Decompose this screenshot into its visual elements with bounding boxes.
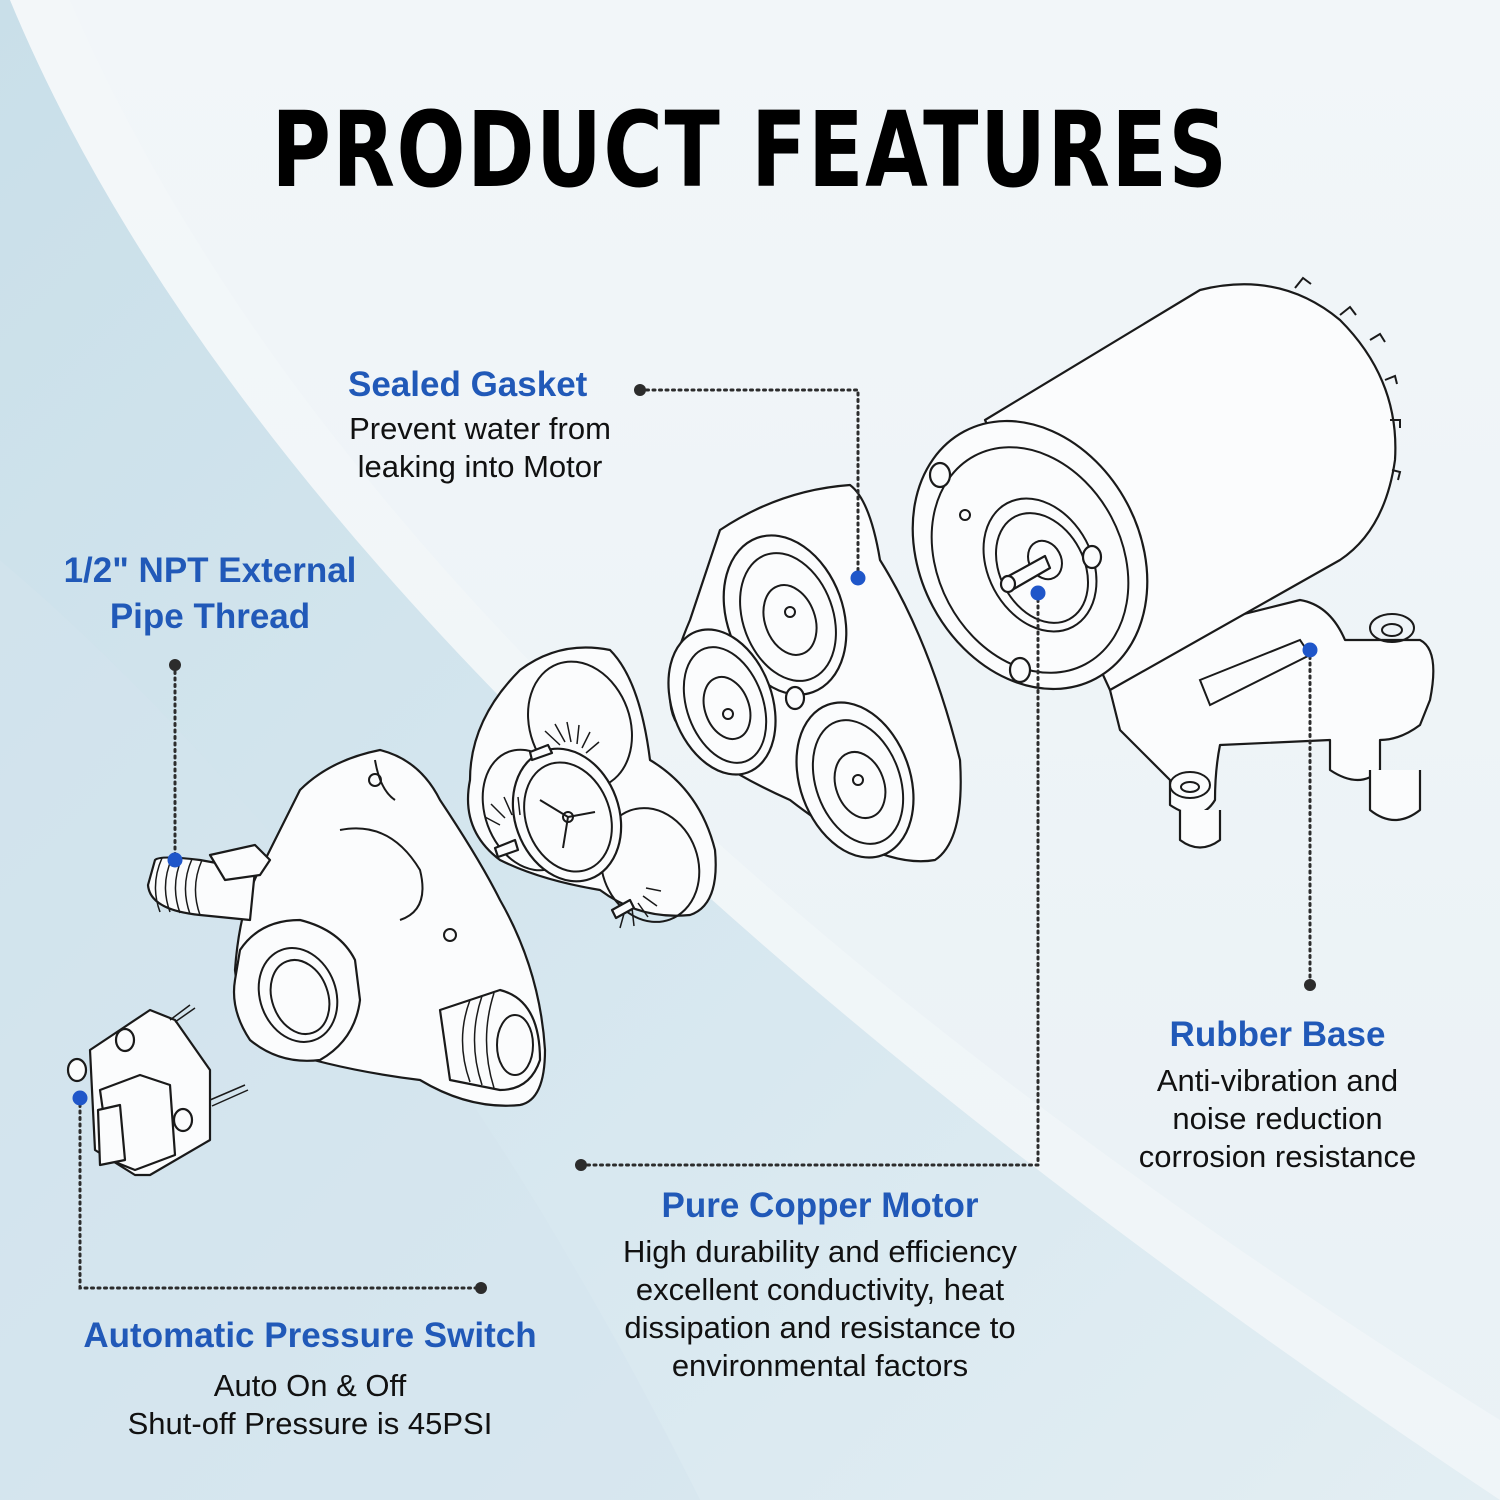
callout-heading: Automatic Pressure Switch xyxy=(83,1316,537,1355)
blue-circle-marker-icon xyxy=(1302,642,1318,658)
page-title: PRODUCT FEATURES xyxy=(271,89,1229,211)
callout-description-line: excellent conductivity, heat xyxy=(635,1272,1005,1307)
blue-circle-marker-icon xyxy=(850,570,866,586)
blue-circle-marker-icon xyxy=(167,852,183,868)
diaphragm-gasket-illustration xyxy=(667,483,962,863)
callout-description-line: Shut-off Pressure is 45PSI xyxy=(127,1406,493,1441)
anchor-dots xyxy=(72,384,1318,1294)
dark-circle-marker-icon xyxy=(169,659,181,671)
callout-npt-thread: 1/2" NPT External Pipe Thread xyxy=(30,548,390,640)
callout-description-line: dissipation and resistance to xyxy=(624,1310,1016,1345)
callout-description-line: Auto On & Off xyxy=(213,1368,407,1403)
dark-circle-marker-icon xyxy=(475,1282,487,1294)
callout-copper-motor: Pure Copper Motor High durability and ef… xyxy=(580,1183,1060,1385)
callout-description-line: Anti-vibration and xyxy=(1156,1063,1399,1098)
pressure-switch-illustration xyxy=(66,1004,249,1177)
callout-description-line: corrosion resistance xyxy=(1138,1139,1417,1174)
blue-circle-marker-icon xyxy=(1030,585,1046,601)
callout-description-line: environmental factors xyxy=(671,1348,969,1383)
callout-description-line: Prevent water from xyxy=(349,411,611,446)
pump-head-housing-illustration xyxy=(146,748,547,1107)
callout-description-line: High durability and efficiency xyxy=(622,1234,1018,1269)
valve-assembly-illustration xyxy=(466,646,717,929)
callout-pressure-switch: Automatic Pressure Switch Auto On & Off … xyxy=(60,1313,560,1443)
motor-illustration xyxy=(911,276,1435,849)
callout-description-line: leaking into Motor xyxy=(357,449,603,484)
callout-description-line: noise reduction xyxy=(1172,1101,1383,1136)
callout-sealed-gasket: Sealed Gasket Prevent water from leaking… xyxy=(310,362,650,486)
callout-heading: Pure Copper Motor xyxy=(661,1186,979,1225)
dark-circle-marker-icon xyxy=(634,384,646,396)
leader-lines xyxy=(78,388,1312,1290)
callout-heading: 1/2" NPT External xyxy=(63,551,357,590)
dark-circle-marker-icon xyxy=(575,1159,587,1171)
callout-heading: Pipe Thread xyxy=(109,597,311,636)
callout-heading: Rubber Base xyxy=(1169,1015,1386,1054)
callout-heading: Sealed Gasket xyxy=(348,365,588,404)
callout-rubber-base: Rubber Base Anti-vibration and noise red… xyxy=(1105,1012,1450,1176)
dark-circle-marker-icon xyxy=(1304,979,1316,991)
blue-circle-marker-icon xyxy=(72,1090,88,1106)
